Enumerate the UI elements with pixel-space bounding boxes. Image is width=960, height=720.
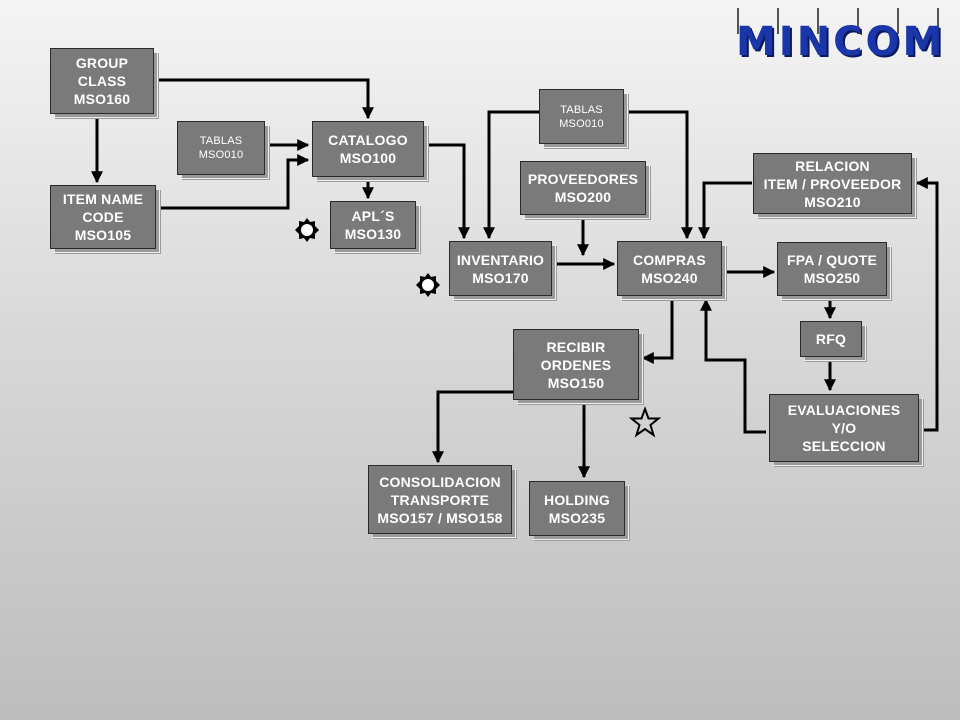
box-label: CATALOGO MSO100	[328, 132, 408, 166]
star-icon	[628, 406, 662, 438]
logo-wordmark: MINCOM	[736, 19, 946, 65]
box-tablas-top: TABLAS MSO010	[539, 89, 628, 148]
connector-evaluaciones-to-compras	[700, 298, 766, 434]
connector-recibir-to-consolidacion	[432, 390, 513, 464]
box-label: GROUP CLASS MSO160	[73, 55, 131, 107]
box-relacion: RELACION ITEM / PROVEEDOR MSO210	[753, 153, 916, 218]
box-recibir: RECIBIR ORDENES MSO150	[513, 329, 643, 404]
box-label: TABLAS MSO010	[198, 135, 244, 161]
connector-compras-to-recibir	[641, 298, 674, 364]
box-label: RFQ	[815, 331, 847, 347]
box-consolidacion: CONSOLIDACION TRANSPORTE MSO157 / MSO158	[368, 465, 516, 538]
box-holding: HOLDING MSO235	[529, 481, 629, 540]
box-evaluaciones: EVALUACIONES Y/O SELECCION	[769, 394, 923, 466]
box-rfq: RFQ	[800, 321, 866, 361]
box-apls: APL´S MSO130	[330, 201, 420, 253]
connector-tablas-to-compras	[624, 110, 693, 240]
box-label: RECIBIR ORDENES MSO150	[540, 338, 612, 391]
box-label: ITEM NAME CODE MSO105	[62, 191, 144, 243]
mincom-logo: MINCOM	[734, 6, 946, 68]
box-label: COMPRAS MSO240	[633, 251, 706, 286]
connector-itemname-to-catalogo	[156, 154, 310, 210]
box-label: EVALUACIONES Y/O SELECCION	[787, 402, 901, 454]
box-label: TABLAS MSO010	[559, 103, 604, 130]
sun-icon	[295, 218, 319, 242]
connector-catalogo-to-inventario	[424, 143, 470, 240]
box-label: CONSOLIDACION TRANSPORTE MSO157 / MSO158	[377, 473, 503, 526]
connector-relacion-to-compras	[698, 181, 752, 240]
box-compras: COMPRAS MSO240	[617, 241, 726, 300]
box-tablas-left: TABLAS MSO010	[177, 121, 269, 179]
box-inventario: INVENTARIO MSO170	[449, 241, 556, 300]
box-catalogo: CATALOGO MSO100	[312, 121, 428, 181]
connector-evaluaciones-to-relacion	[915, 177, 939, 432]
box-label: PROVEEDORES MSO200	[527, 171, 639, 205]
box-proveedores: PROVEEDORES MSO200	[520, 161, 650, 219]
box-label: HOLDING MSO235	[544, 491, 610, 526]
box-label: FPA / QUOTE MSO250	[786, 252, 878, 286]
box-label: RELACION ITEM / PROVEEDOR MSO210	[763, 157, 902, 210]
connector-tablas-to-inventario	[483, 110, 539, 240]
box-label: INVENTARIO MSO170	[456, 251, 545, 286]
box-label: APL´S MSO130	[344, 208, 402, 242]
connector-group-to-catalogo	[154, 78, 374, 120]
box-fpa-quote: FPA / QUOTE MSO250	[777, 242, 891, 300]
box-group-class: GROUP CLASS MSO160	[50, 48, 158, 118]
sun-icon	[416, 273, 440, 297]
box-item-name: ITEM NAME CODE MSO105	[50, 185, 160, 253]
logo-lines	[737, 8, 939, 34]
